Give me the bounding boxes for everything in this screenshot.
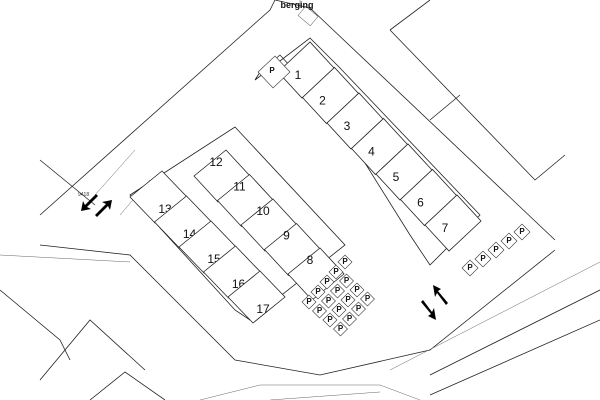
parking-space [349, 282, 365, 298]
parking-space [487, 241, 505, 259]
entrance-arrows-west [81, 194, 112, 217]
plot-cell [287, 247, 345, 301]
parking-space [513, 223, 531, 241]
plot-number: 3 [344, 119, 351, 133]
parking-space [342, 311, 357, 327]
parking-space [351, 301, 366, 317]
parking-label: P [338, 324, 344, 333]
parking-space [301, 294, 317, 310]
parking-label: P [506, 236, 512, 245]
plot-number: 2 [319, 94, 326, 108]
parking-space [360, 291, 375, 307]
parking-label: P [344, 276, 350, 285]
parking-space [500, 232, 518, 250]
parking-space [319, 274, 335, 290]
parking-space [321, 293, 336, 309]
parking-label: P [333, 267, 339, 276]
parking-label: P [356, 304, 362, 313]
plot-number: 12 [209, 155, 223, 169]
parking-space [330, 283, 345, 299]
parking-space [474, 250, 492, 268]
parking-label: P [335, 286, 341, 295]
parking-label: P [269, 66, 275, 75]
plot-number: 11 [233, 180, 246, 194]
parking-space [331, 302, 347, 318]
parking-space [339, 273, 354, 289]
plot-number: 7 [442, 221, 449, 235]
plot-number: 4 [368, 145, 375, 159]
arrow-down-icon [421, 300, 436, 320]
parking-space [312, 303, 327, 319]
parking-space [322, 312, 338, 328]
plot-number: 10 [256, 204, 270, 218]
parking-label: P [467, 263, 473, 272]
plot-row-a-cells: 1 2 3 4 5 6 7 [277, 41, 482, 252]
parking-label: P [347, 314, 353, 323]
plot-number: 5 [393, 170, 400, 184]
berging-label: berging [281, 0, 314, 10]
parking-label: P [317, 306, 323, 315]
parking-space [310, 284, 326, 300]
parking-label: P [342, 257, 348, 266]
parking-label: P [327, 315, 333, 324]
parking-label: P [519, 227, 525, 236]
parking-label: P [315, 287, 321, 296]
parking-space [333, 321, 348, 337]
plot-cell [424, 194, 482, 252]
plot-number: 8 [307, 253, 314, 267]
parking-space-north: P [257, 55, 291, 89]
parking-label: P [365, 294, 371, 303]
parcel-code: 9418 [78, 192, 89, 198]
plot-number: 6 [417, 196, 424, 210]
arrow-down-left-icon [81, 194, 98, 211]
arrow-up-right-icon [95, 200, 112, 217]
parking-label: P [326, 296, 332, 305]
plot-number: 9 [283, 229, 290, 243]
parking-label: P [324, 277, 330, 286]
parking-label: P [306, 297, 312, 306]
parking-label: P [354, 285, 360, 294]
parking-space [461, 259, 479, 277]
parking-space [328, 264, 344, 280]
parking-label: P [345, 295, 351, 304]
parking-label: P [336, 305, 342, 314]
plot-number: 1 [295, 68, 302, 82]
parking-label: P [493, 245, 499, 254]
parking-space [337, 254, 353, 270]
entrance-arrows-south [421, 285, 448, 320]
plot-number: 17 [256, 302, 270, 316]
parking-label: P [480, 254, 486, 263]
plot-cell [227, 270, 286, 324]
parking-space [340, 292, 356, 308]
arrow-up-icon [433, 285, 448, 305]
